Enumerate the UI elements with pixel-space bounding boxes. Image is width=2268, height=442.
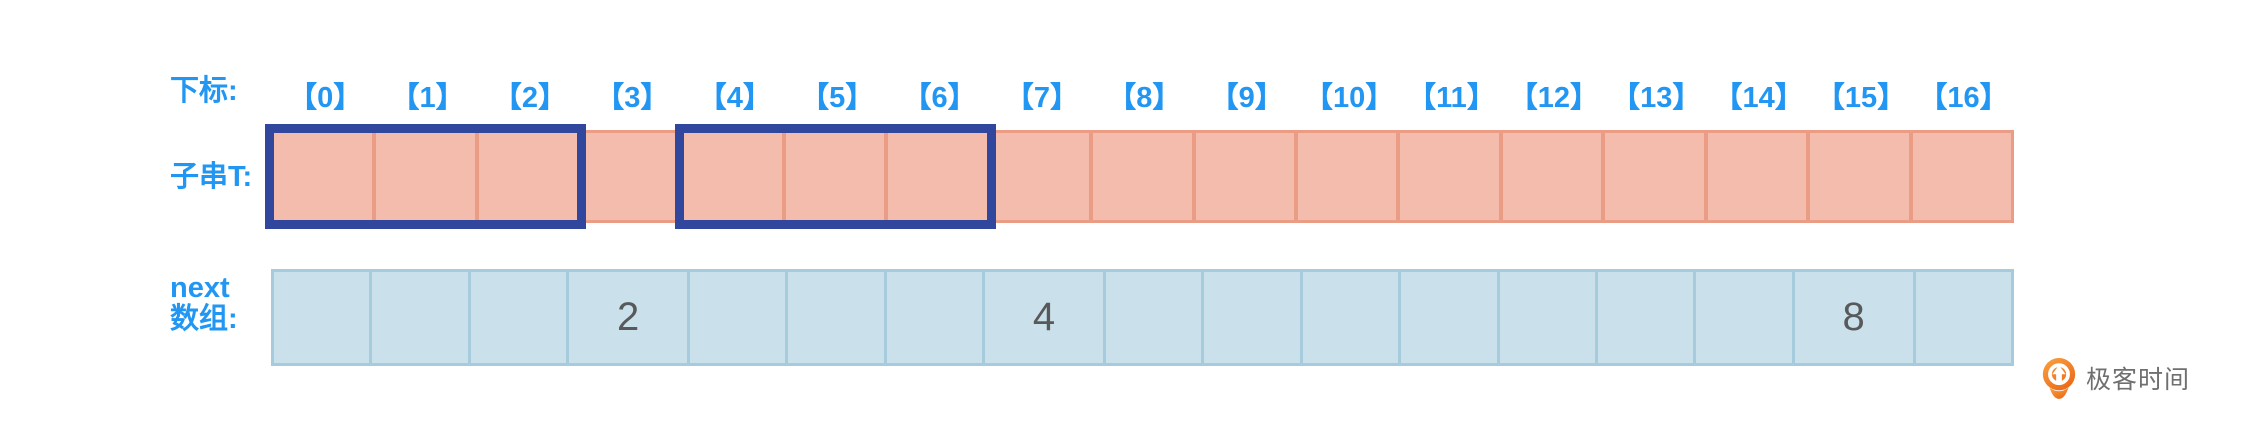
index-label: 【7】	[1004, 82, 1079, 114]
next-array-cell	[1401, 272, 1497, 363]
next-array-cell	[1597, 272, 1694, 363]
next-array-cell	[470, 272, 567, 363]
index-label: 【2】	[492, 82, 568, 114]
substring-cell	[478, 133, 578, 220]
next-array-cell	[886, 272, 983, 363]
index-label: 【5】	[800, 82, 875, 114]
geektime-icon	[2040, 356, 2078, 400]
substring-cell	[1605, 133, 1704, 220]
substring-cell	[1195, 133, 1295, 220]
next-array-cell: 4	[985, 272, 1103, 363]
index-label: 【10】	[1303, 82, 1395, 114]
substring-cell	[990, 133, 1090, 220]
geektime-logo: 极客时间	[2040, 356, 2190, 400]
index-label: 【0】	[288, 82, 363, 114]
next-array-cell	[372, 272, 468, 363]
next-array-cell	[788, 272, 884, 363]
next-array-label-line1: next	[170, 272, 230, 304]
index-row-label: 下标:	[170, 75, 238, 107]
next-array-cell	[1499, 272, 1595, 363]
substring-cell	[1093, 133, 1192, 220]
next-array-label-line2: 数组:	[170, 303, 238, 335]
substring-cell	[1912, 133, 2011, 220]
next-array-row-label: next 数组:	[170, 273, 238, 335]
substring-cell	[1400, 133, 1499, 220]
substring-cell	[683, 133, 783, 220]
next-array-cell	[1302, 272, 1399, 363]
next-array-cell	[689, 272, 786, 363]
index-label: 【6】	[902, 82, 977, 114]
next-array-cell	[1696, 272, 1792, 363]
index-label: 【3】	[595, 82, 670, 114]
substring-row-label: 子串T:	[170, 161, 253, 193]
index-label: 【9】	[1209, 82, 1284, 114]
index-label: 【1】	[390, 82, 465, 114]
substring-cell	[1810, 133, 1909, 220]
next-array-cell: 2	[569, 272, 687, 363]
geektime-logo-text: 极客时间	[2086, 366, 2191, 394]
index-label: 【12】	[1508, 82, 1600, 114]
index-label: 【16】	[1918, 82, 2009, 114]
next-array-cell	[274, 272, 370, 363]
substring-row	[271, 130, 2014, 223]
index-row: 【0】【1】【2】【3】【4】【5】【6】【7】【8】【9】【10】【11】【1…	[274, 74, 2015, 116]
next-array-cell	[1915, 272, 2011, 363]
substring-cell	[888, 133, 987, 220]
substring-cell	[581, 133, 680, 220]
substring-cell	[786, 133, 885, 220]
index-label: 【15】	[1815, 82, 1907, 114]
index-label: 【11】	[1407, 82, 1496, 114]
next-array-cell: 8	[1794, 272, 1913, 363]
index-label: 【14】	[1713, 82, 1804, 114]
index-label: 【4】	[697, 82, 772, 114]
substring-cell	[1502, 133, 1602, 220]
substring-cell	[1707, 133, 1807, 220]
next-array-cell	[1105, 272, 1202, 363]
substring-cell	[1298, 133, 1397, 220]
index-label: 【8】	[1107, 82, 1182, 114]
next-array-cell	[1204, 272, 1300, 363]
substring-cell	[376, 133, 475, 220]
next-array-row: 2 4 8	[271, 269, 2014, 366]
substring-cell	[274, 133, 373, 220]
index-label: 【13】	[1611, 82, 1702, 114]
